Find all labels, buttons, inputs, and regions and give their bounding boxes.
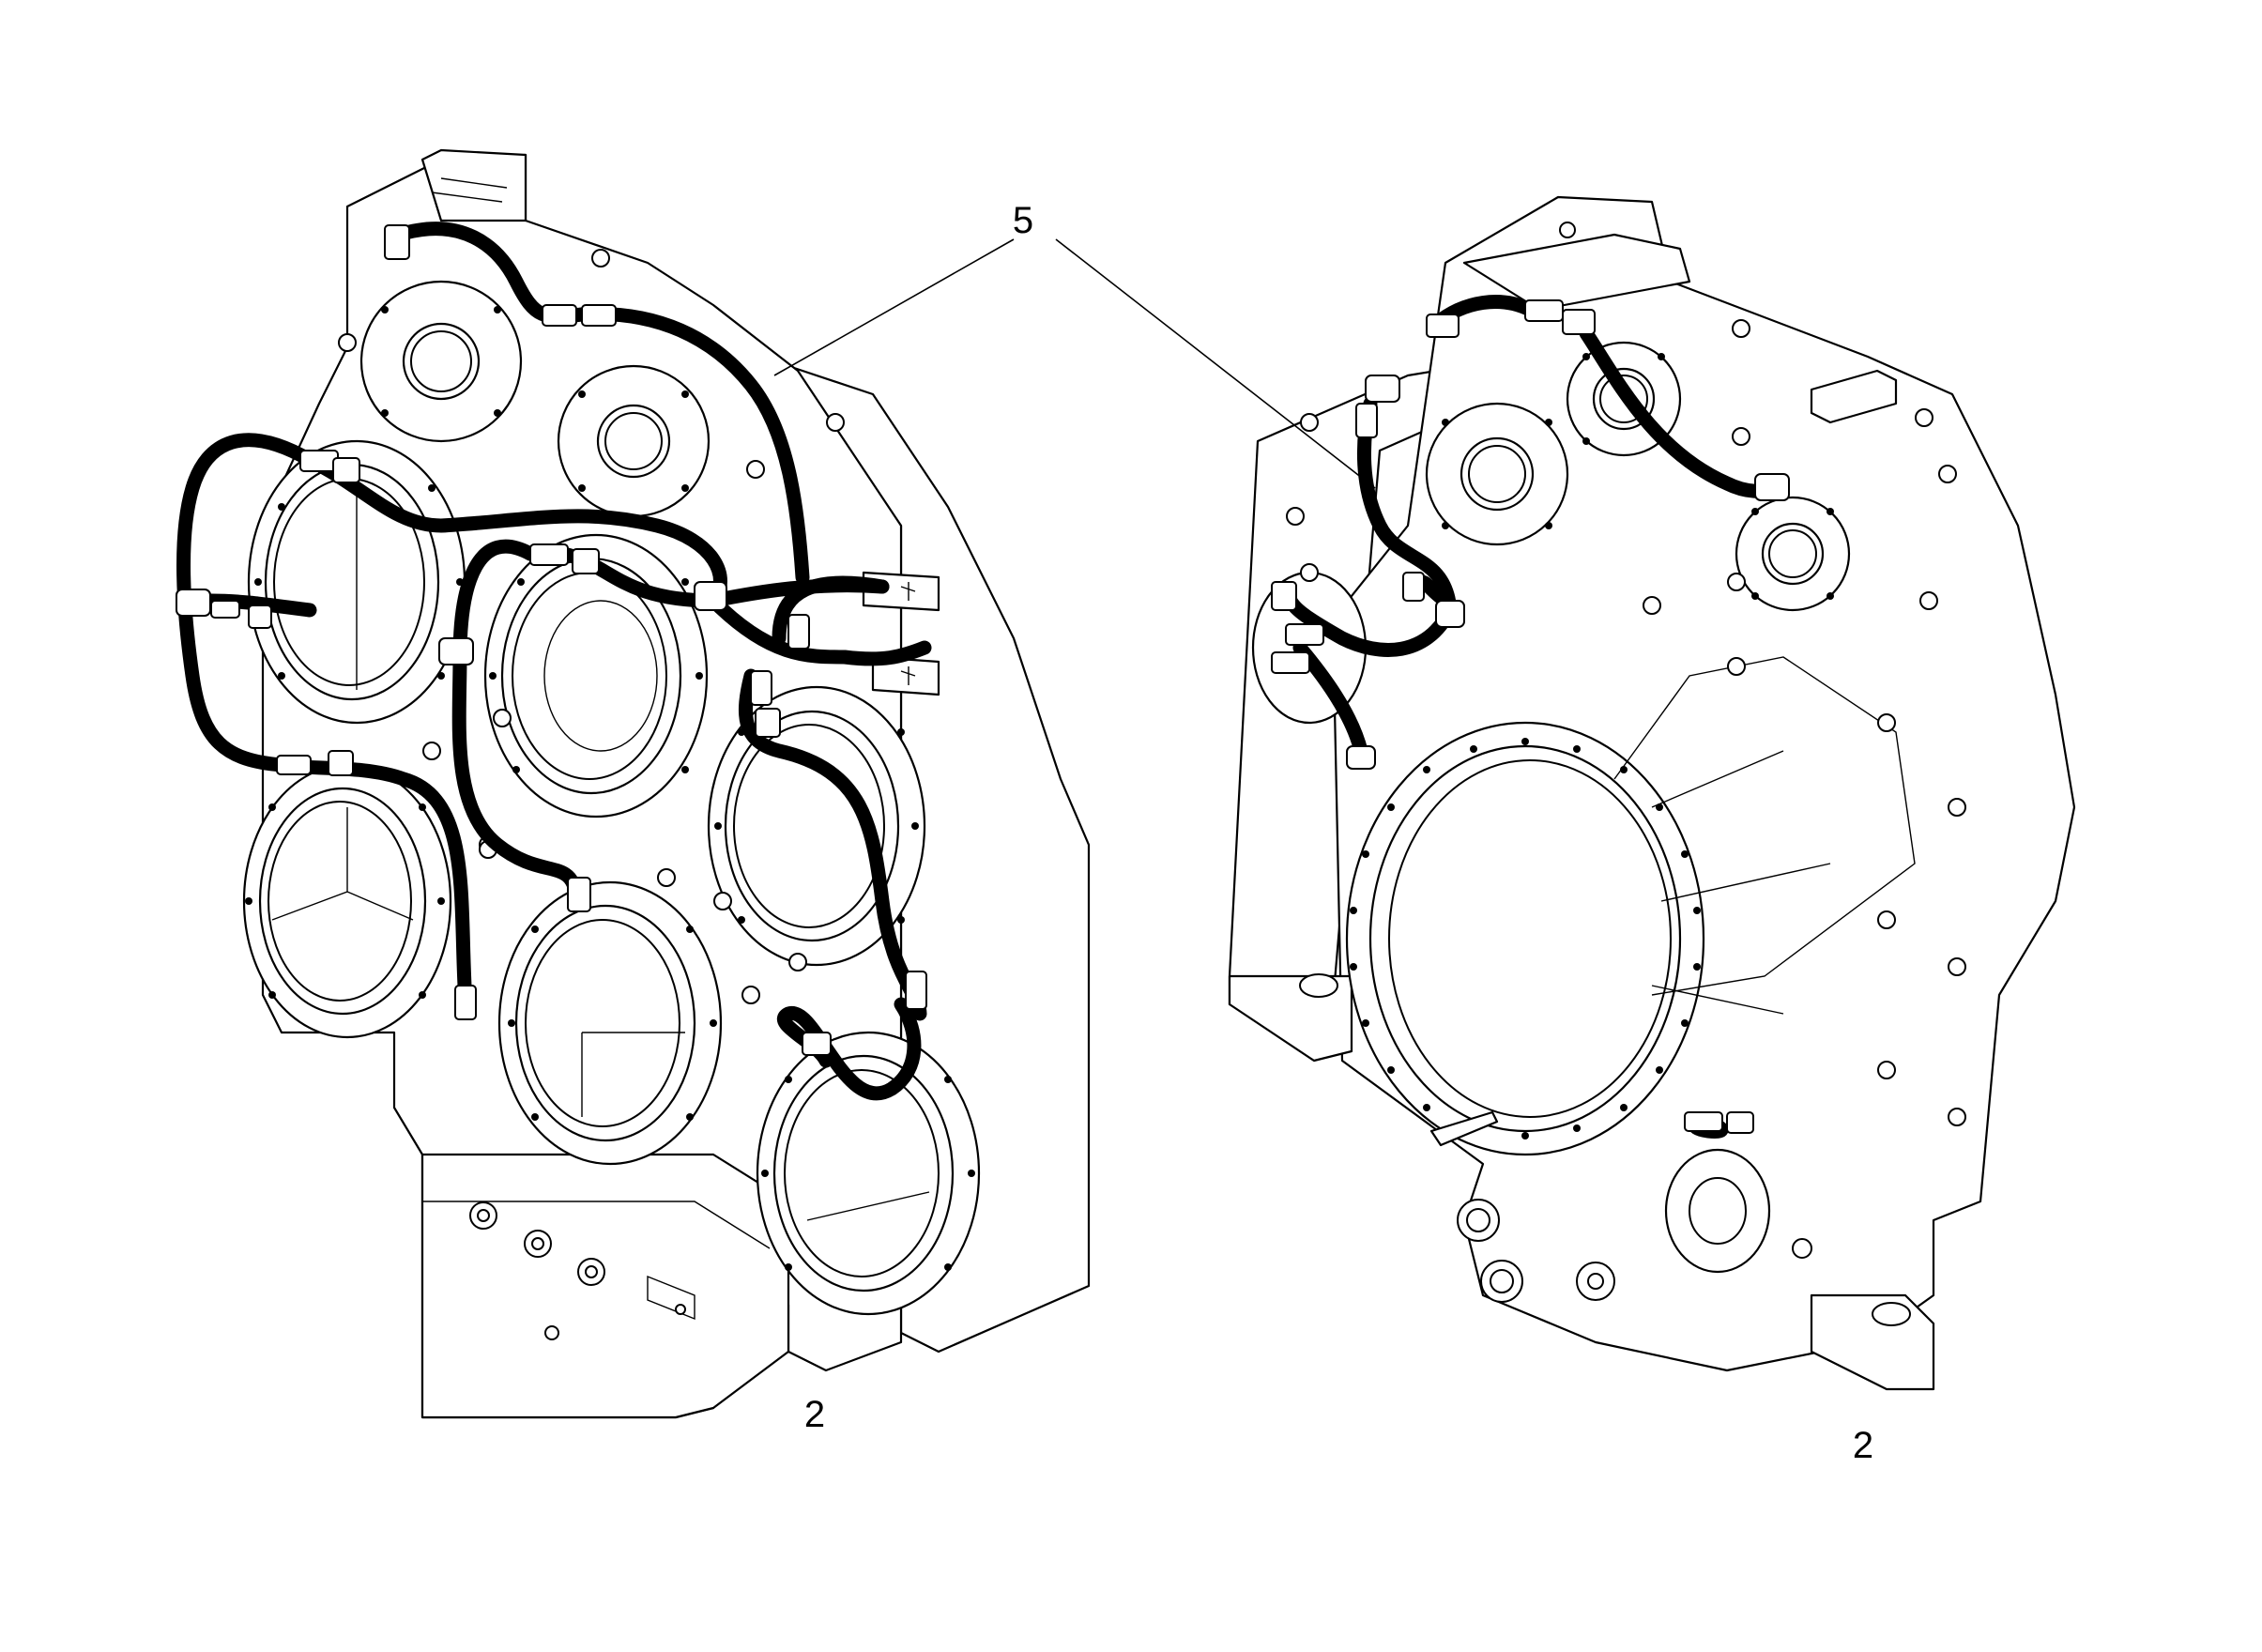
callout-2-left: 2 xyxy=(804,1394,825,1435)
callout-leaders xyxy=(773,238,1376,489)
cover-left-lower xyxy=(242,763,452,1039)
hose-fittings-left xyxy=(176,224,927,1056)
bolt-pattern xyxy=(245,306,975,1271)
callout-2-right: 2 xyxy=(1853,1425,1873,1466)
gearbox-housing-left xyxy=(176,148,1091,1419)
cover-center-lower xyxy=(497,880,723,1166)
hose-fittings-right xyxy=(1271,299,1790,1134)
cover-center-upper xyxy=(483,533,709,818)
cover-right-lower xyxy=(756,1031,981,1316)
cover-left-upper xyxy=(247,439,466,725)
cover-right-middle xyxy=(707,685,926,967)
output-flange xyxy=(1345,656,1916,1156)
callout-5: 5 xyxy=(1013,200,1033,241)
hydraulic-hoses-left xyxy=(176,222,932,1101)
gearbox-housing-right xyxy=(1228,195,2076,1391)
